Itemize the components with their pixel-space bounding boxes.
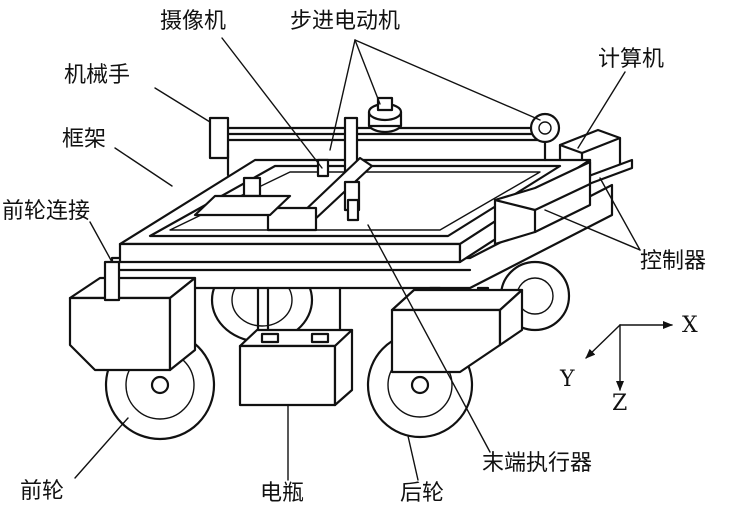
label-rear-wheel: 后轮 [400,481,444,506]
label-computer: 计算机 [598,47,664,72]
axis-x-label: X [682,313,698,338]
label-battery: 电瓶 [260,481,304,506]
label-front-wheel: 前轮 [20,479,64,504]
label-end-effector: 末端执行器 [482,451,592,476]
axis-z-label: Z [612,391,627,416]
stepper-motor [367,96,403,134]
label-frame: 框架 [62,127,106,152]
label-manipulator: 机械手 [64,63,130,88]
label-stepper-motor: 步进电动机 [290,9,400,34]
controller-box [493,160,592,246]
front-wheel [68,260,216,441]
label-controller: 控制器 [640,249,706,274]
gantry [208,112,561,177]
battery [238,328,354,407]
manipulator-arm [193,116,374,232]
rear-wheel [366,288,524,439]
coordinate-axes: X Y Z [559,313,698,416]
axis-y-label: Y [559,367,575,392]
label-front-wheel-link: 前轮连接 [2,199,90,224]
label-camera: 摄像机 [160,9,226,34]
leader-lines [74,37,641,481]
